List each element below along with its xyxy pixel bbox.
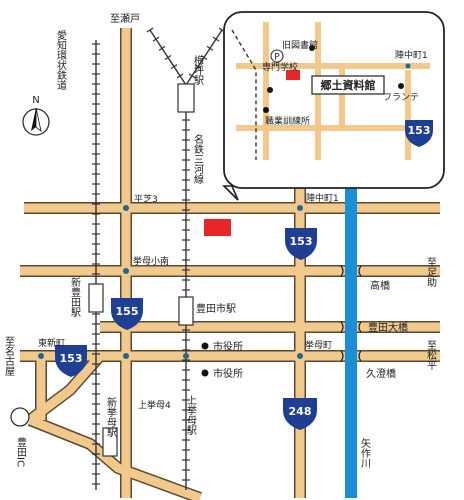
rail-tie xyxy=(212,36,220,42)
higashi-shinmachi-label: 東新町 xyxy=(38,337,65,349)
bridge-marks xyxy=(340,265,362,362)
to-matsudaira-label: 至松平 xyxy=(425,340,437,371)
meitetsu-mikawa-label: 名鉄三河線 xyxy=(192,133,204,184)
museum-location-marker xyxy=(204,219,231,236)
route-shield-153-main: 153 xyxy=(285,228,317,260)
city-hall-label-1: 市役所 xyxy=(213,340,243,353)
shin-koromo-station-label: 新挙母駅 xyxy=(105,396,117,438)
toyota-ic-circle xyxy=(10,407,30,427)
inset-route-153-label: 153 xyxy=(408,124,431,137)
yahagi-river-label: 矢作川 xyxy=(359,437,371,468)
north-arrow: N xyxy=(22,95,50,136)
inset-school-label: 専門学校 xyxy=(262,61,298,73)
route-155-label: 155 xyxy=(116,305,139,318)
inset-jinnaka-label: 陣中町1 xyxy=(395,49,428,61)
inset-route-shield-153: 153 xyxy=(405,120,433,147)
inset-museum-label: 郷土資料館 xyxy=(321,78,376,92)
rail-tie xyxy=(146,27,154,33)
rail-tie xyxy=(158,45,166,51)
takahashi-bridge-label: 高橋 xyxy=(370,279,390,292)
to-asuke-label: 至足助 xyxy=(425,257,437,288)
rail-tie xyxy=(200,55,208,60)
city-hall-dot-1 xyxy=(201,342,209,350)
jinnaka1-label: 陣中町1 xyxy=(306,192,339,204)
yahagi-river xyxy=(345,180,357,498)
koromo-sho-minami-label: 挙母小南 xyxy=(133,255,169,267)
rail-tie xyxy=(170,64,178,70)
umetsubo-station-label: 梅坪駅 xyxy=(192,54,204,86)
koromo-cho-label: 挙母町 xyxy=(305,339,332,351)
kuzumi-bridge-label: 久澄橋 xyxy=(366,367,396,380)
stations xyxy=(88,83,195,457)
inset-museum-marker xyxy=(286,70,300,80)
shin-toyota-station-label: 新豊田駅 xyxy=(69,276,81,318)
route-153-main-label: 153 xyxy=(290,235,313,248)
toyotashi-station-label: 豊田市駅 xyxy=(196,302,236,315)
rail-tie xyxy=(164,55,172,60)
inset-map: P 旧図書館 専門学校 陣中町1 郷土資料館 フランテ 職業訓練所 153 xyxy=(222,11,445,201)
inset-parking-icon: P xyxy=(274,53,280,63)
toyota-ohashi-bridge-label: 豊田大橋 xyxy=(368,321,408,334)
route-153-west-label: 153 xyxy=(60,352,83,365)
route-shield-248: 248 xyxy=(283,398,317,430)
rail-tie xyxy=(176,73,184,79)
hirashiba3-label: 平芝3 xyxy=(134,193,158,205)
city-hall-label-2: 市役所 xyxy=(213,367,243,380)
inset-training-label: 職業訓練所 xyxy=(265,115,310,127)
to-seto-label: 至瀬戸 xyxy=(110,13,140,25)
route-shield-153-west: 153 xyxy=(55,345,87,377)
north-label: N xyxy=(32,95,39,106)
toyota-ic-label: 豊田IC xyxy=(15,436,27,467)
rail-tie xyxy=(206,45,214,51)
route-shield-155: 155 xyxy=(111,298,143,330)
rail-tie xyxy=(152,36,160,42)
city-hall-dot-2 xyxy=(201,369,209,377)
to-nagoya-label: 至名古屋 xyxy=(3,336,15,376)
kami-koromo-station-label: 上挙母駅 xyxy=(185,395,197,436)
inset-frante-label: フランテ xyxy=(383,92,419,103)
aichi-loop-railway-label: 愛知環状鉄道 xyxy=(55,29,67,90)
kami-koromo4-label: 上挙母4 xyxy=(138,399,171,411)
intersection-dots xyxy=(38,205,303,359)
route-248-label: 248 xyxy=(289,405,312,418)
rail-tie xyxy=(194,64,202,70)
inset-library-label: 旧図書館 xyxy=(282,39,318,51)
rail-tie xyxy=(188,73,196,79)
